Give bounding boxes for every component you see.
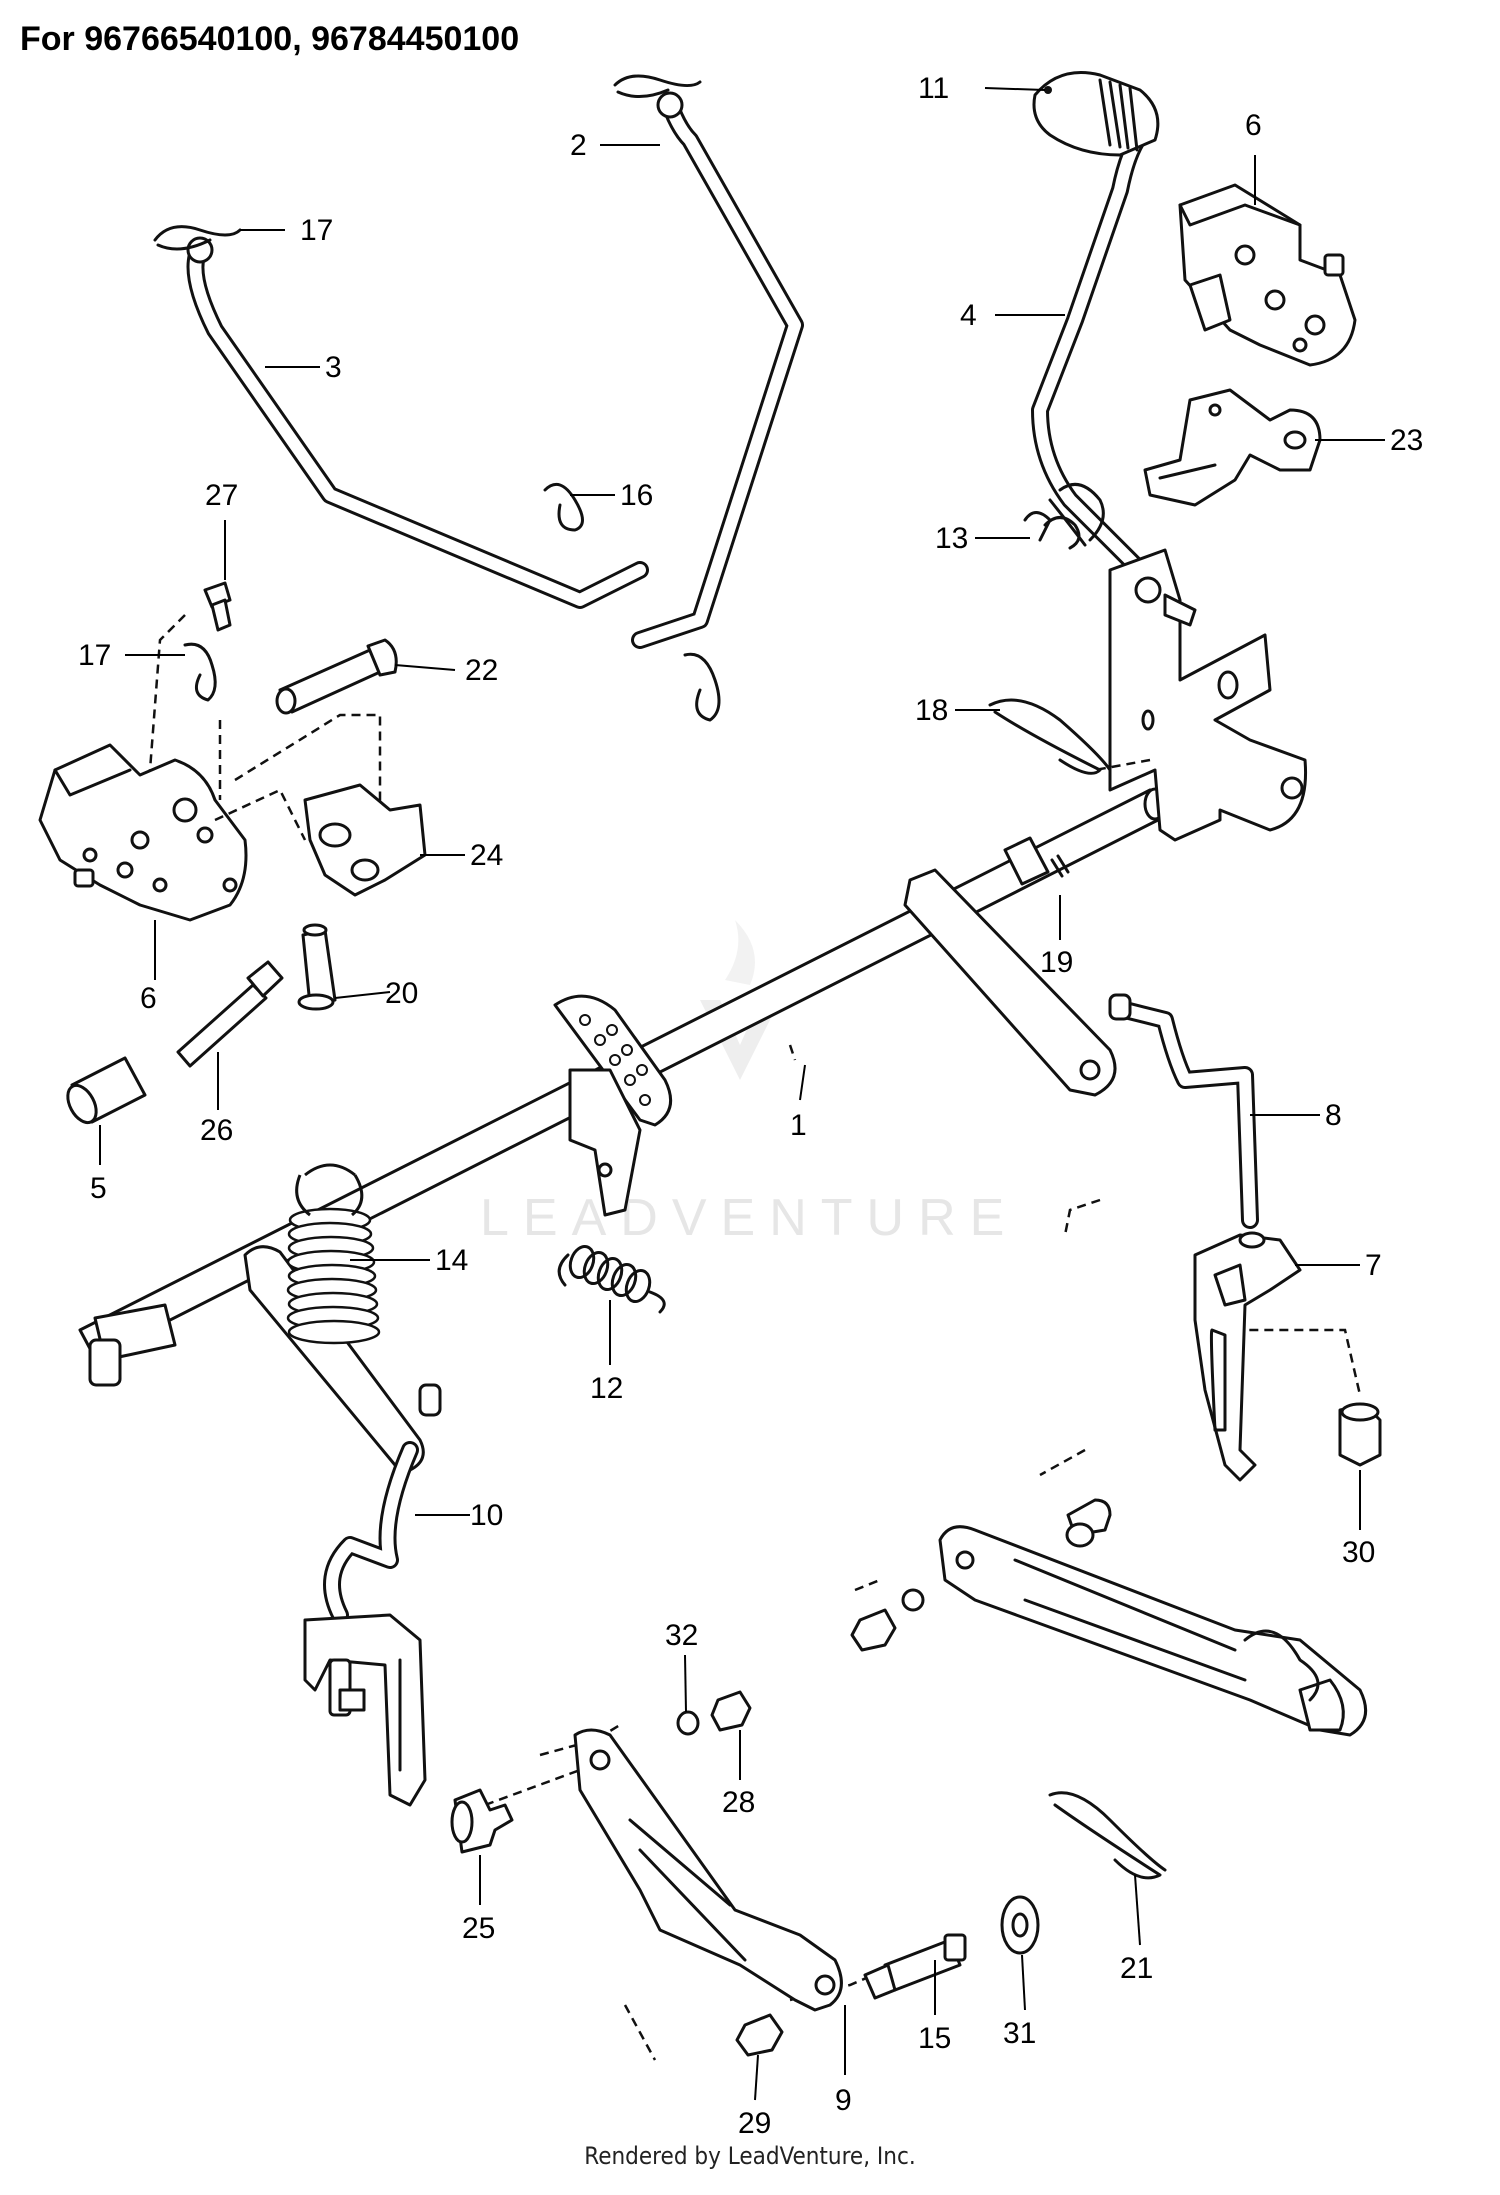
part-32-washer	[676, 1710, 700, 1736]
diagram-title: For 96766540100, 96784450100	[20, 20, 520, 58]
callout-19: 19	[1040, 946, 1073, 979]
callout-3: 3	[325, 351, 342, 384]
callout-6-right: 6	[1245, 109, 1262, 142]
part-12-small-spring	[557, 1245, 666, 1314]
part-15-clevis-pin	[863, 1933, 967, 2000]
callout-16: 16	[620, 479, 653, 512]
part-9-lower-link-arm	[573, 1728, 843, 2012]
callout-10: 10	[470, 1499, 503, 1532]
part-14-lift-spring	[286, 1163, 381, 1345]
part-29-nut	[735, 2013, 784, 2057]
part-28-nut	[710, 1690, 752, 1732]
callout-17-top: 17	[300, 214, 333, 247]
callout-5: 5	[90, 1172, 107, 1205]
part-5-spacer-tube	[66, 1056, 147, 1125]
callout-9: 9	[835, 2084, 852, 2117]
callout-27: 27	[205, 479, 238, 512]
callout-21: 21	[1120, 1952, 1153, 1985]
part-26-bolt	[176, 960, 284, 1068]
part-11-handle-knob	[1032, 71, 1160, 157]
callout-29: 29	[738, 2107, 771, 2140]
callout-28: 28	[722, 1786, 755, 1819]
callout-14: 14	[435, 1244, 468, 1277]
part-27-screw	[203, 581, 232, 632]
callout-13: 13	[935, 522, 968, 555]
callout-22: 22	[465, 654, 498, 687]
part-30-lock-nut	[1338, 1402, 1382, 1467]
clip-pins	[153, 74, 1167, 1880]
callout-30: 30	[1342, 1536, 1375, 1569]
callout-17-left: 17	[78, 639, 111, 672]
callout-25: 25	[462, 1912, 495, 1945]
callout-18: 18	[915, 694, 948, 727]
callout-7: 7	[1365, 1249, 1382, 1282]
part-24-pivot-block	[303, 783, 427, 897]
part-7-adjuster-bracket	[1193, 1231, 1302, 1482]
part-23-index-bracket	[1143, 388, 1322, 507]
callout-1: 1	[790, 1109, 807, 1142]
part-4-lift-handle	[1031, 116, 1159, 589]
part-22-pivot-pin	[275, 638, 398, 715]
callout-8: 8	[1325, 1099, 1342, 1132]
part-13-handle-spring-clip	[1023, 511, 1052, 542]
part-3-lift-link-rod	[186, 236, 649, 609]
right-arm-nut-washer	[850, 1588, 925, 1652]
callout-31: 31	[1003, 2017, 1036, 2050]
callout-26: 26	[200, 1114, 233, 1147]
callout-6-left: 6	[140, 982, 157, 1015]
part-31-flat-washer	[1000, 1895, 1040, 1955]
watermark-text: LEADVENTURE	[480, 1189, 1018, 1247]
part-2-lift-link-rod	[631, 91, 804, 649]
callout-12: 12	[590, 1372, 623, 1405]
diagram-footer: Rendered by LeadVenture, Inc.	[584, 2142, 916, 2170]
part-25-shoulder-bolt	[450, 1788, 514, 1854]
part-8-link-rod	[1108, 993, 1259, 1229]
part-6-left-pivot-bracket	[38, 743, 248, 922]
callout-15: 15	[918, 2022, 951, 2055]
callout-32: 32	[665, 1619, 698, 1652]
right-lower-link-arm	[938, 1498, 1368, 1737]
callout-11: 11	[918, 72, 949, 105]
callout-labels: 1 2 3 4 5 6 6 7 8 9 10 11 12 13 14 15 16…	[78, 72, 1423, 2140]
part-6-right-pivot-bracket	[1178, 183, 1357, 367]
callout-2: 2	[570, 129, 587, 162]
right-handle-bracket	[1108, 548, 1308, 842]
callout-23: 23	[1390, 424, 1423, 457]
part-20-clevis-pin	[297, 923, 337, 1011]
callout-24: 24	[470, 839, 503, 872]
callout-leader-lines	[99, 87, 1385, 2101]
callout-20: 20	[385, 977, 418, 1010]
callout-4: 4	[960, 299, 977, 332]
